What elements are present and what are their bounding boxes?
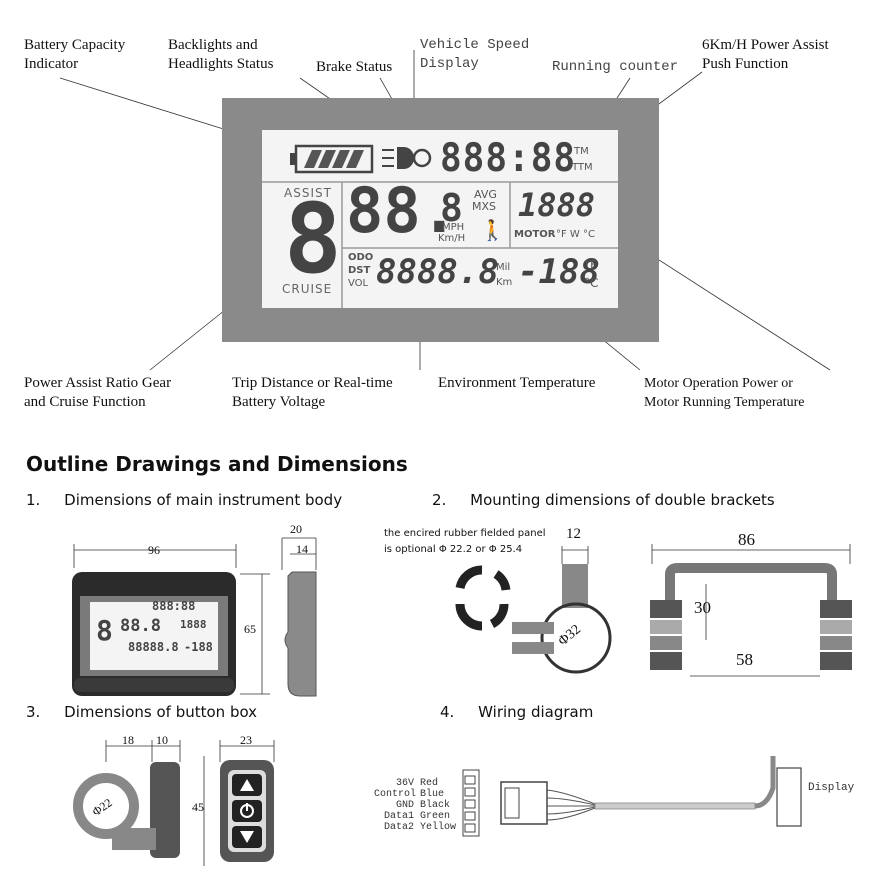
lcd-trip: 8888.8	[376, 252, 499, 292]
callout-power-assist-push: 6Km/H Power Assist Push Function	[702, 37, 829, 72]
callout-env-temp: Environment Temperature	[438, 375, 596, 391]
mini-lcd-trip: 88888.8	[128, 640, 179, 654]
lcd-motor-value: 1888	[518, 186, 596, 224]
lcd-motor-units: °F W °C	[556, 229, 595, 240]
callout-trip-distance: Trip Distance or Real-time Battery Volta…	[232, 375, 393, 410]
dim-btn-23: 23	[240, 733, 252, 747]
wiring-drawing	[462, 756, 802, 837]
bracket-drawing	[455, 544, 852, 677]
wiring-signals: 36V Control GND Data1 Data2	[374, 778, 417, 833]
rubber-note: the encired rubber fielded panel is opti…	[384, 528, 546, 555]
lcd-c: °C	[584, 276, 599, 290]
subsection-1: 1. Dimensions of main instrument body	[26, 491, 343, 509]
callout-backlights: Backlights and Headlights Status	[168, 37, 274, 72]
subsection-3: 3. Dimensions of button box	[26, 703, 258, 721]
lcd-cruise: CRUISE	[282, 282, 333, 296]
main-display-diagram	[59, 50, 831, 371]
lcd-kmh: Km/H	[438, 233, 466, 244]
dim-bracket-12: 12	[566, 526, 581, 542]
callout-running-counter: Running counter	[552, 59, 679, 75]
dim-side-20: 20	[290, 522, 302, 536]
mini-lcd-clock: 888:88	[152, 599, 196, 613]
lcd-clock: 888:88	[440, 135, 577, 182]
dim-side-14: 14	[296, 542, 308, 556]
mini-lcd-temp: -188	[184, 640, 213, 654]
wiring-colors: Red Blue Black Green Yellow	[420, 778, 457, 833]
brake-icon	[412, 148, 432, 168]
lcd-dst: DST	[348, 265, 371, 276]
dim-bracket-58: 58	[736, 650, 753, 669]
headlight-icon	[382, 147, 414, 169]
lcd-vol: VOL	[348, 278, 369, 289]
mini-lcd-gear: 8	[96, 614, 113, 647]
callout-battery: Battery Capacity Indicator	[24, 37, 126, 72]
dim-bracket-30: 30	[694, 598, 711, 617]
mini-lcd-speed: 88.8	[120, 616, 161, 636]
lcd-ttm: TTM	[572, 162, 593, 173]
dim-btn-45: 45	[192, 800, 204, 814]
callout-vehicle-speed: Vehicle Speed Display	[420, 37, 530, 72]
callout-motor-power: Motor Operation Power or Motor Running T…	[644, 376, 805, 410]
callout-assist-ratio: Power Assist Ratio Gear and Cruise Funct…	[24, 375, 172, 410]
dim-btn-18: 18	[122, 733, 134, 747]
lcd-mxs: MXS	[472, 200, 497, 213]
lcd-assist: ASSIST	[284, 186, 332, 200]
dim-body-height: 65	[244, 622, 256, 636]
lcd-tm: TM	[574, 146, 589, 157]
callout-brake: Brake Status	[316, 59, 393, 75]
lcd-f: °F	[584, 258, 597, 272]
subsection-4: 4. Wiring diagram	[440, 703, 594, 721]
subsection-2: 2. Mounting dimensions of double bracket…	[432, 491, 775, 509]
lcd-motor: MOTOR	[514, 229, 556, 240]
lcd-mph: MPH	[442, 222, 465, 233]
walk-assist-icon: 🚶	[480, 218, 505, 242]
dim-body-width: 96	[148, 543, 160, 557]
lcd-odo: ODO	[348, 252, 374, 263]
body-dimension-drawing	[72, 537, 317, 697]
lcd-temp: -188	[518, 252, 600, 292]
mini-lcd-motor: 1888	[180, 618, 207, 631]
lcd-avg: AVG	[474, 188, 497, 201]
lcd-km: Km	[496, 277, 513, 288]
lcd-speed-decimal: 8	[440, 186, 463, 230]
button-box-drawing	[73, 740, 275, 866]
section-title: Outline Drawings and Dimensions	[26, 452, 408, 476]
wiring-display-label: Display	[808, 782, 855, 794]
dim-btn-10: 10	[156, 733, 168, 747]
lcd-gear: 8	[284, 183, 342, 295]
lcd-speed: 88.	[346, 174, 458, 247]
lcd-mil: Mil	[496, 262, 511, 273]
dim-bracket-86: 86	[738, 530, 755, 549]
